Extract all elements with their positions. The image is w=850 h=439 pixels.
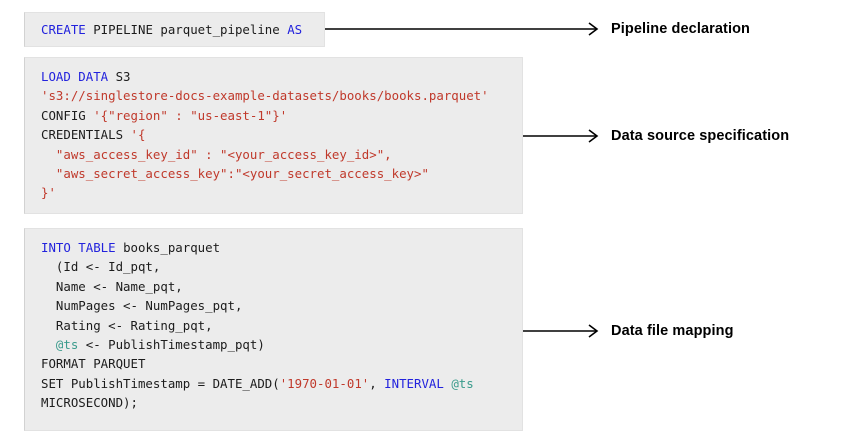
code-token: '{ [130, 127, 146, 143]
code-token: S3 [108, 69, 131, 84]
code-line: FORMAT PARQUET [41, 354, 512, 373]
code-line: Rating <- Rating_pqt, [41, 316, 512, 335]
code-line: SET PublishTimestamp = DATE_ADD('1970-01… [41, 374, 512, 393]
code-token: '{"region" : "us-east-1"}' [93, 107, 288, 123]
code-token: <- PublishTimestamp_pqt) [78, 337, 265, 353]
code-line: LOAD DATA S3 [41, 67, 512, 86]
code-token: INTO TABLE [41, 240, 116, 255]
code-block-data-mapping: INTO TABLE books_parquet (Id <- Id_pqt, … [24, 228, 523, 431]
arrow-right-icon [523, 324, 603, 338]
code-line: CONFIG '{"region" : "us-east-1"}' [41, 106, 512, 125]
code-token: LOAD DATA [41, 69, 109, 84]
code-token: NumPages <- NumPages_pqt, [41, 298, 243, 314]
annotation-label-data-source: Data source specification [611, 128, 790, 144]
code-token: "aws_secret_access_key":"<your_secret_ac… [41, 166, 429, 182]
code-token [41, 337, 56, 352]
code-block-data-source: LOAD DATA S3 's3://singlestore-docs-examp… [24, 57, 523, 214]
code-line: 's3://singlestore-docs-example-datasets/… [41, 86, 512, 105]
code-token: '1970-01-01' [279, 375, 370, 391]
code-token: 's3://singlestore-docs-example-datasets/… [41, 88, 489, 104]
code-token: books_parquet [115, 240, 221, 255]
code-line: "aws_secret_access_key":"<your_secret_ac… [41, 164, 512, 183]
code-token: Name <- Name_pqt, [41, 278, 183, 294]
code-token: FORMAT PARQUET [41, 356, 146, 372]
code-token: , [369, 375, 385, 391]
code-block-pipeline-declaration: CREATE PIPELINE parquet_pipeline AS [24, 12, 325, 47]
code-token: MICROSECOND); [41, 395, 138, 411]
code-token: INTERVAL [384, 375, 444, 391]
code-line: @ts <- PublishTimestamp_pqt) [41, 335, 512, 354]
code-token: @ts [55, 337, 79, 353]
code-token: CONFIG [41, 107, 94, 123]
code-token: AS [287, 22, 303, 37]
code-token: }' [41, 185, 56, 201]
code-line: INTO TABLE books_parquet [41, 238, 512, 257]
code-line: "aws_access_key_id" : "<your_access_key_… [41, 145, 512, 164]
code-token: CREATE [41, 22, 86, 37]
code-token: @ts [451, 375, 474, 391]
code-line: }' [41, 183, 512, 202]
annotation-label-data-mapping: Data file mapping [611, 323, 734, 339]
code-line: Name <- Name_pqt, [41, 277, 512, 296]
code-token: "aws_access_key_id" : "<your_access_key_… [41, 146, 392, 162]
code-token: SET PublishTimestamp = DATE_ADD( [41, 375, 280, 391]
code-line: (Id <- Id_pqt, [41, 257, 512, 276]
code-line: MICROSECOND); [41, 393, 512, 412]
code-line: CREDENTIALS '{ [41, 125, 512, 144]
code-token: PIPELINE parquet_pipeline [85, 22, 288, 37]
arrow-right-icon [523, 129, 603, 143]
code-token: (Id <- Id_pqt, [41, 259, 161, 275]
code-token: Rating <- Rating_pqt, [41, 317, 213, 333]
arrow-right-icon [325, 22, 603, 36]
code-token: CREDENTIALS [41, 127, 131, 143]
code-line: CREATE PIPELINE parquet_pipeline AS [41, 20, 314, 39]
code-line: NumPages <- NumPages_pqt, [41, 296, 512, 315]
annotation-label-pipeline-declaration: Pipeline declaration [611, 21, 750, 37]
